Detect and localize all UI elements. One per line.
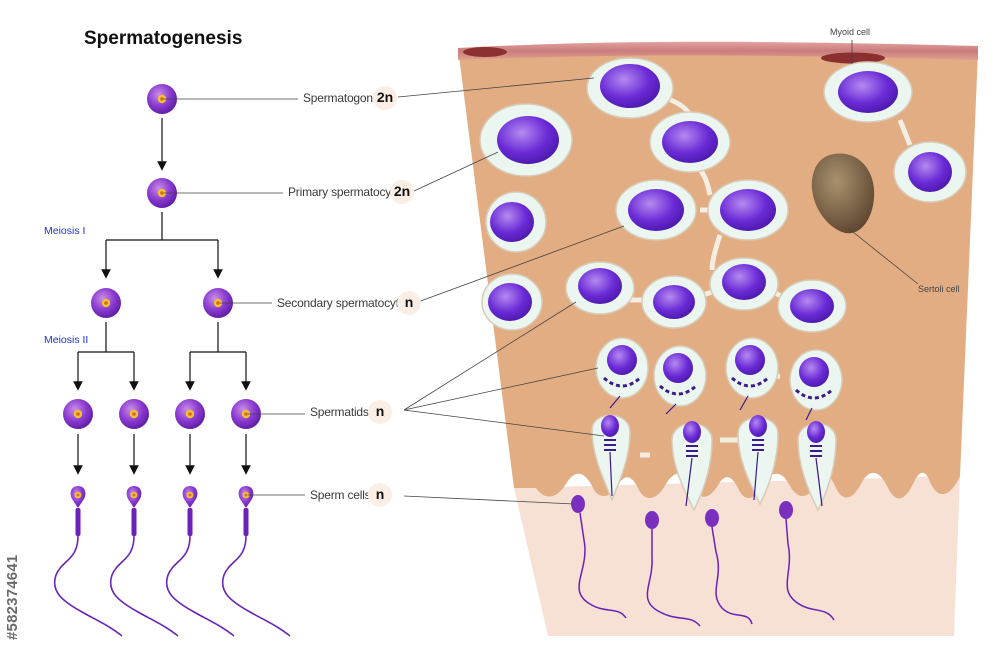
ploidy-badge: n <box>397 291 421 315</box>
sperm-cell <box>53 486 123 637</box>
stage-label-sperm-cells: Sperm cells <box>310 488 371 502</box>
spermatogonium <box>893 141 967 203</box>
ploidy-badge: 2n <box>390 180 414 204</box>
primary-spermatocyte <box>485 191 547 253</box>
released-sperm <box>705 509 753 625</box>
elongating-spermatid <box>737 415 779 506</box>
lineage-panel <box>53 84 305 637</box>
primary-spermatocyte <box>615 179 697 241</box>
myoid-cell-label: Myoid cell <box>830 27 871 37</box>
round-spermatid <box>789 349 843 421</box>
sperm-cell <box>165 486 235 637</box>
myoid-cell <box>821 52 885 64</box>
released-sperm <box>779 501 835 621</box>
secondary-spermatocyte <box>709 257 779 311</box>
spermatogonium <box>649 111 731 173</box>
sertoli-cell <box>811 153 875 234</box>
round-spermatid <box>595 337 649 409</box>
spermatogonium <box>823 61 913 123</box>
stage-label-spermatids: Spermatids <box>310 405 369 419</box>
sertoli-cell-label: Sertoli cell <box>918 284 960 294</box>
spermatid-cell <box>119 399 149 429</box>
elongating-spermatid <box>671 421 713 512</box>
secondary-spermatocyte <box>777 279 847 333</box>
spermatogonium <box>586 57 674 119</box>
tissue-callouts <box>397 40 919 505</box>
lumen <box>514 476 960 636</box>
tissue-section <box>397 40 978 636</box>
spermatid-cell <box>175 399 205 429</box>
released-sperm <box>571 495 627 619</box>
round-spermatid <box>725 337 779 411</box>
ploidy-badge: n <box>368 483 392 507</box>
sperm-cell <box>109 486 179 637</box>
stage-label-secondary-spermatocytes: Secondary spermatocytes <box>277 296 412 310</box>
diagram-title: Spermatogenesis <box>84 28 243 49</box>
released-sperm <box>645 511 701 627</box>
stage-label-spermatogonia: Spermatogonia <box>303 91 382 105</box>
lineage-callouts <box>164 98 305 496</box>
stage-label-primary-spermatocyte: Primary spermatocyte <box>288 185 401 199</box>
meiosis-i-label: Meiosis I <box>44 225 86 237</box>
secondary-spermatocyte-cell <box>91 288 121 318</box>
myoid-cell <box>463 47 507 57</box>
elongating-spermatid <box>797 421 837 512</box>
round-spermatid <box>653 345 707 415</box>
primary-spermatocyte <box>707 179 789 241</box>
secondary-spermatocyte <box>641 275 707 329</box>
spermatid-cell <box>63 399 93 429</box>
sperm-cell <box>221 486 291 637</box>
secondary-spermatocyte <box>565 261 635 315</box>
lineage-arrows <box>73 118 251 475</box>
elongating-spermatid <box>591 414 631 503</box>
spermatogonium <box>479 103 573 177</box>
ploidy-badge: 2n <box>373 86 397 110</box>
ploidy-badge: n <box>368 400 392 424</box>
primary-spermatocyte <box>481 273 543 331</box>
image-id-watermark: #582374641 <box>4 554 21 640</box>
meiosis-ii-label: Meiosis II <box>44 334 89 346</box>
